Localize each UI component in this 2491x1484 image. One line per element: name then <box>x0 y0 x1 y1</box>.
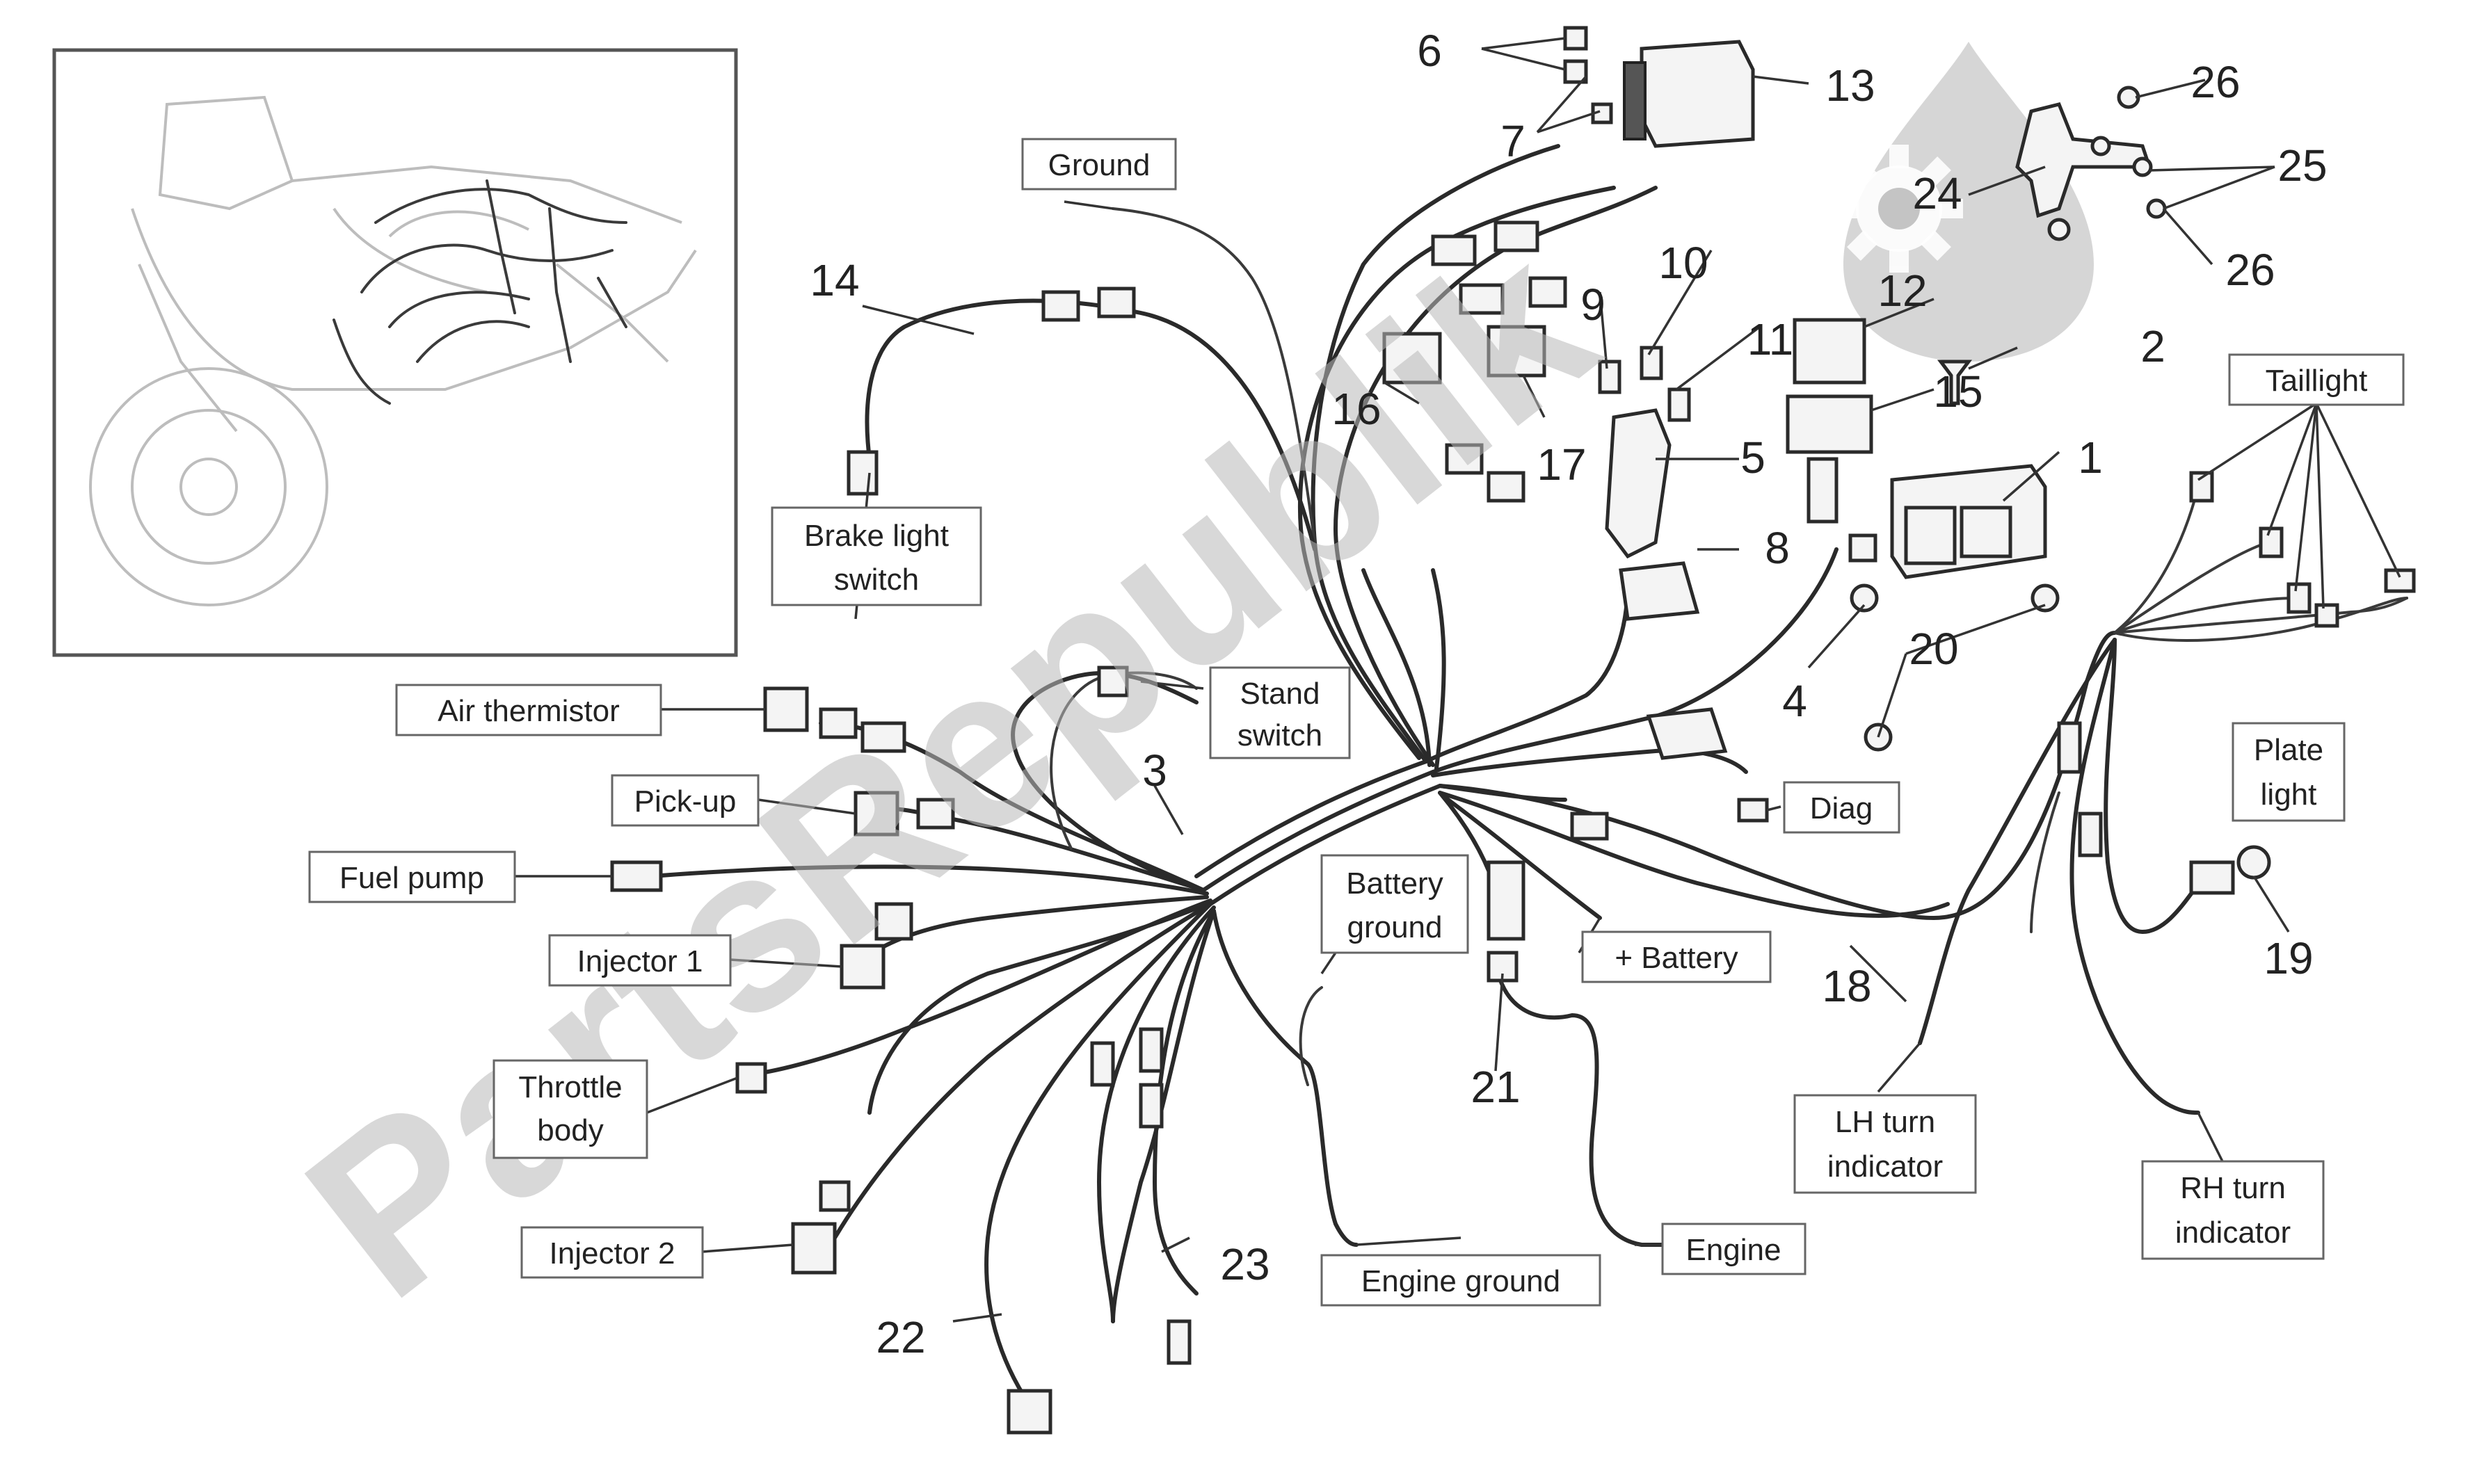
label-fuel-pump: Fuel pump <box>308 850 516 903</box>
label-brake-light-switch: Brake light switch <box>771 506 982 606</box>
screw-2 <box>1937 360 1972 405</box>
label-battery-ground: Battery ground <box>1320 854 1469 954</box>
leader-lines <box>515 37 2401 1323</box>
component-connector-8 <box>1807 457 1877 563</box>
callout-18: 18 <box>1822 961 1871 1011</box>
callout-20: 20 <box>1909 624 1958 674</box>
label-engine-text: Engine <box>1685 1233 1781 1267</box>
callout-1: 1 <box>2078 433 2103 483</box>
component-relay-16 <box>1382 332 1442 385</box>
callout-26-bottom: 26 <box>2225 245 2275 295</box>
label-battery-plus-text: + Battery <box>1615 941 1738 975</box>
callout-22: 22 <box>876 1312 925 1362</box>
callout-3: 3 <box>1142 745 1167 796</box>
label-injector-1-text: Injector 1 <box>577 944 703 978</box>
callout-16: 16 <box>1331 384 1381 434</box>
label-rh-turn-indicator: RH turn indicator <box>2141 1160 2325 1260</box>
label-stand-switch-line2: switch <box>1238 718 1322 752</box>
label-air-thermistor: Air thermistor <box>395 684 662 736</box>
label-lh-turn-indicator-line2: indicator <box>1827 1150 1943 1184</box>
bracket-24 <box>2015 102 2152 218</box>
nuts-4-20 <box>1850 583 2060 752</box>
gear-icon <box>1835 145 1963 273</box>
label-lh-turn-indicator-line1: LH turn <box>1835 1105 1935 1139</box>
label-ground-text: Ground <box>1048 148 1151 182</box>
label-throttle-body: Throttle body <box>492 1059 648 1159</box>
callout-9: 9 <box>1580 280 1605 330</box>
label-rh-turn-indicator-line1: RH turn <box>2180 1171 2286 1205</box>
label-plate-light-line1: Plate <box>2254 733 2323 767</box>
bolts-6-7 <box>1563 26 1613 124</box>
label-diag: Diag <box>1783 781 1900 834</box>
label-engine-ground-text: Engine ground <box>1361 1264 1560 1298</box>
callout-14: 14 <box>810 255 859 305</box>
label-ground: Ground <box>1021 138 1177 191</box>
label-battery-plus: + Battery <box>1581 930 1772 983</box>
label-battery-ground-line1: Battery <box>1346 866 1443 901</box>
label-lh-turn-indicator: LH turn indicator <box>1793 1094 1977 1194</box>
component-fuses-9-10-11 <box>1598 346 1691 422</box>
label-throttle-body-line1: Throttle <box>518 1070 622 1104</box>
taillight-branches <box>1918 485 2408 1115</box>
label-pick-up: Pick-up <box>611 774 760 827</box>
callout-10: 10 <box>1658 238 1708 288</box>
callout-numbers: 6 7 13 26 25 24 26 10 9 11 12 2 15 16 17… <box>810 26 2327 1362</box>
callout-24: 24 <box>1912 168 1962 218</box>
callout-25: 25 <box>2277 140 2327 191</box>
label-engine-ground: Engine ground <box>1320 1254 1601 1307</box>
label-battery-ground-line2: ground <box>1347 910 1442 944</box>
label-stand-switch: Stand switch <box>1209 666 1351 759</box>
motorcycle-inset <box>52 48 738 657</box>
callout-13: 13 <box>1825 61 1875 111</box>
label-taillight: Taillight <box>2228 353 2405 406</box>
component-plate-light-19 <box>2189 845 2271 895</box>
component-relay-12 <box>1793 318 1866 385</box>
callout-17: 17 <box>1537 439 1586 490</box>
callout-23: 23 <box>1220 1239 1269 1289</box>
callout-26-top: 26 <box>2190 57 2240 107</box>
label-throttle-body-line2: body <box>537 1113 603 1147</box>
label-air-thermistor-text: Air thermistor <box>438 694 620 728</box>
component-taillight-connectors <box>2189 471 2416 628</box>
label-taillight-text: Taillight <box>2266 364 2368 398</box>
component-relay-17 <box>1487 325 1546 378</box>
callout-4: 4 <box>1782 676 1807 726</box>
label-brake-light-switch-line1: Brake light <box>804 519 949 553</box>
label-pick-up-text: Pick-up <box>634 784 737 818</box>
component-ignition-5 <box>1605 408 1700 621</box>
watermark-logo <box>1835 42 2094 362</box>
callout-21: 21 <box>1471 1062 1520 1112</box>
callout-19: 19 <box>2264 933 2313 983</box>
fasteners-25-26 <box>2047 86 2167 241</box>
callout-15: 15 <box>1933 366 1983 417</box>
inset-harness <box>333 179 627 405</box>
component-relay-15 <box>1786 394 1873 454</box>
callout-8: 8 <box>1765 523 1790 573</box>
label-injector-1: Injector 1 <box>548 934 732 987</box>
component-diag-connector <box>1646 707 1769 823</box>
label-engine: Engine <box>1661 1223 1807 1275</box>
label-stand-switch-line1: Stand <box>1240 677 1320 711</box>
label-diag-text: Diag <box>1810 791 1873 825</box>
component-inline-connectors <box>847 220 2103 1129</box>
callout-7: 7 <box>1500 116 1525 166</box>
callout-2: 2 <box>2140 321 2165 371</box>
component-ecu-13 <box>1623 40 1755 148</box>
callout-6: 6 <box>1417 26 1442 76</box>
component-fusebox-1 <box>1890 464 2047 579</box>
label-plate-light: Plate light <box>2232 722 2346 822</box>
label-rh-turn-indicator-line2: indicator <box>2175 1216 2291 1250</box>
label-brake-light-switch-line2: switch <box>834 563 919 597</box>
label-fuel-pump-text: Fuel pump <box>339 861 484 895</box>
label-plate-light-line2: light <box>2261 777 2317 812</box>
component-sensors-left <box>610 666 1192 1435</box>
label-injector-2-text: Injector 2 <box>550 1236 675 1271</box>
callout-11: 11 <box>1747 314 1793 364</box>
label-injector-2: Injector 2 <box>520 1226 704 1279</box>
callout-5: 5 <box>1740 433 1765 483</box>
callout-12: 12 <box>1877 266 1927 316</box>
